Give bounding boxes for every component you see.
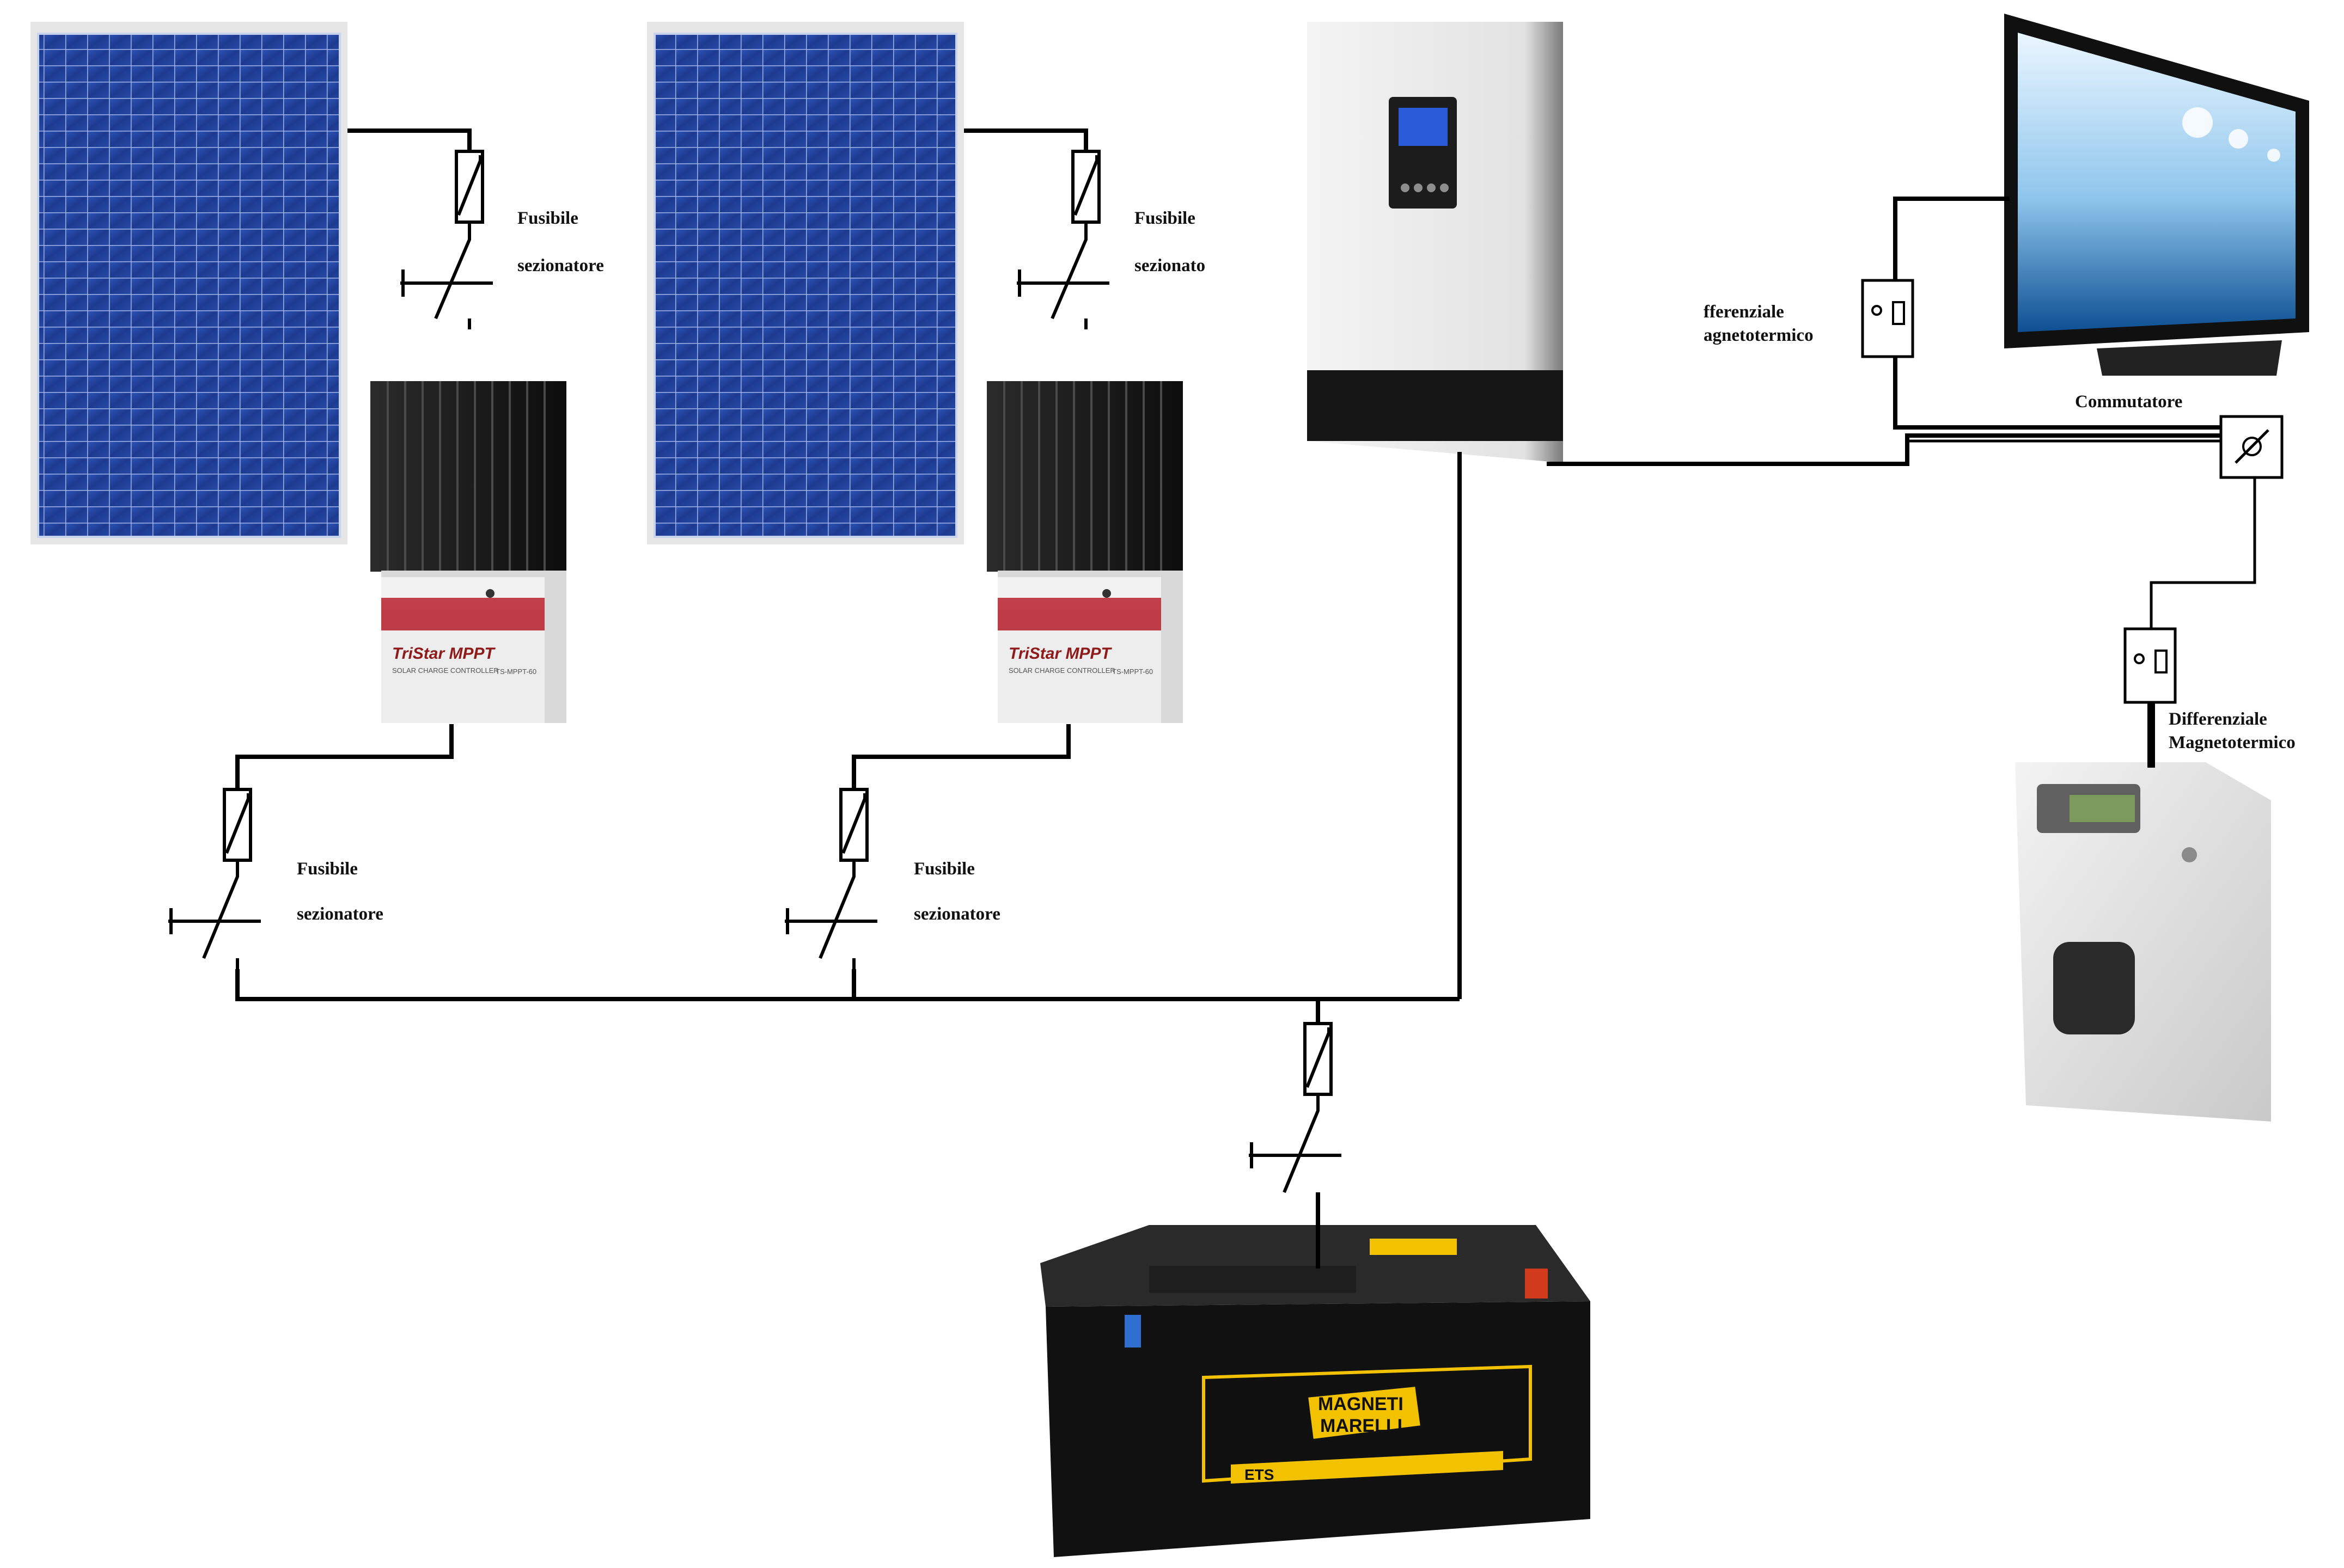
breaker-2-label-line-2: Magnetotermico [2169,733,2296,752]
battery-brand-badge: MAGNETI MARELLI [1305,1384,1423,1442]
fuse-disconnect-4 [785,788,877,969]
charge-controller-1: TriStar MPPT SOLAR CHARGE CONTROLLER TS-… [370,381,566,723]
fuse-4-label-line-1: Fusibile [914,859,975,879]
controller-1-model: TS-MPPT-60 [496,667,536,676]
breaker-1-label-line-1: fferenziale [1704,302,1784,322]
breaker-2-label-line-1: Differenziale [2169,709,2267,729]
controller-1-sub: SOLAR CHARGE CONTROLLER [392,666,499,675]
battery: MAGNETI MARELLI ETS [1040,1225,1590,1557]
fuse-4-label-line-2: sezionatore [914,904,1000,924]
breaker-2 [2123,627,2177,704]
fuse-3-label-line-2: sezionatore [297,904,383,924]
energy-meter [2015,762,2271,1122]
fuse-3-label-line-1: Fusibile [297,859,358,879]
fuse-disconnect-3 [168,788,261,969]
television [2004,14,2309,376]
wiring [235,128,2221,1269]
battery-tag: ETS [1244,1466,1274,1483]
fuse-disconnect-2 [1017,150,1109,329]
solar-panel-1 [30,22,347,544]
breaker-1 [1861,279,1914,358]
breaker-1-label-line-2: agnetotermico [1704,326,1814,345]
solar-panel-2 [647,22,964,544]
fuse-disconnect-battery [1249,1022,1341,1193]
fuse-1-label-line-2: sezionatore [517,256,604,275]
controller-2-model: TS-MPPT-60 [1112,667,1153,676]
hybrid-inverter [1307,22,1563,463]
battery-brand-line-1: MAGNETI [1318,1394,1403,1414]
changeover-switch-label: Commutatore [2075,392,2183,412]
controller-1-brand: TriStar MPPT [392,645,496,663]
wiring-thin [1906,439,2256,632]
changeover-switch [2219,415,2284,479]
controller-2-sub: SOLAR CHARGE CONTROLLER [1009,666,1115,675]
charge-controller-2: TriStar MPPT SOLAR CHARGE CONTROLLER TS-… [987,381,1183,723]
controller-2-brand: TriStar MPPT [1009,645,1112,663]
battery-brand-line-2: MARELLI [1320,1416,1402,1436]
fuse-disconnect-1 [400,150,493,329]
fuse-2-label-line-2: sezionato [1134,256,1206,275]
fuse-1-label-line-1: Fusibile [517,209,578,228]
fuse-2-label-line-1: Fusibile [1134,209,1195,228]
